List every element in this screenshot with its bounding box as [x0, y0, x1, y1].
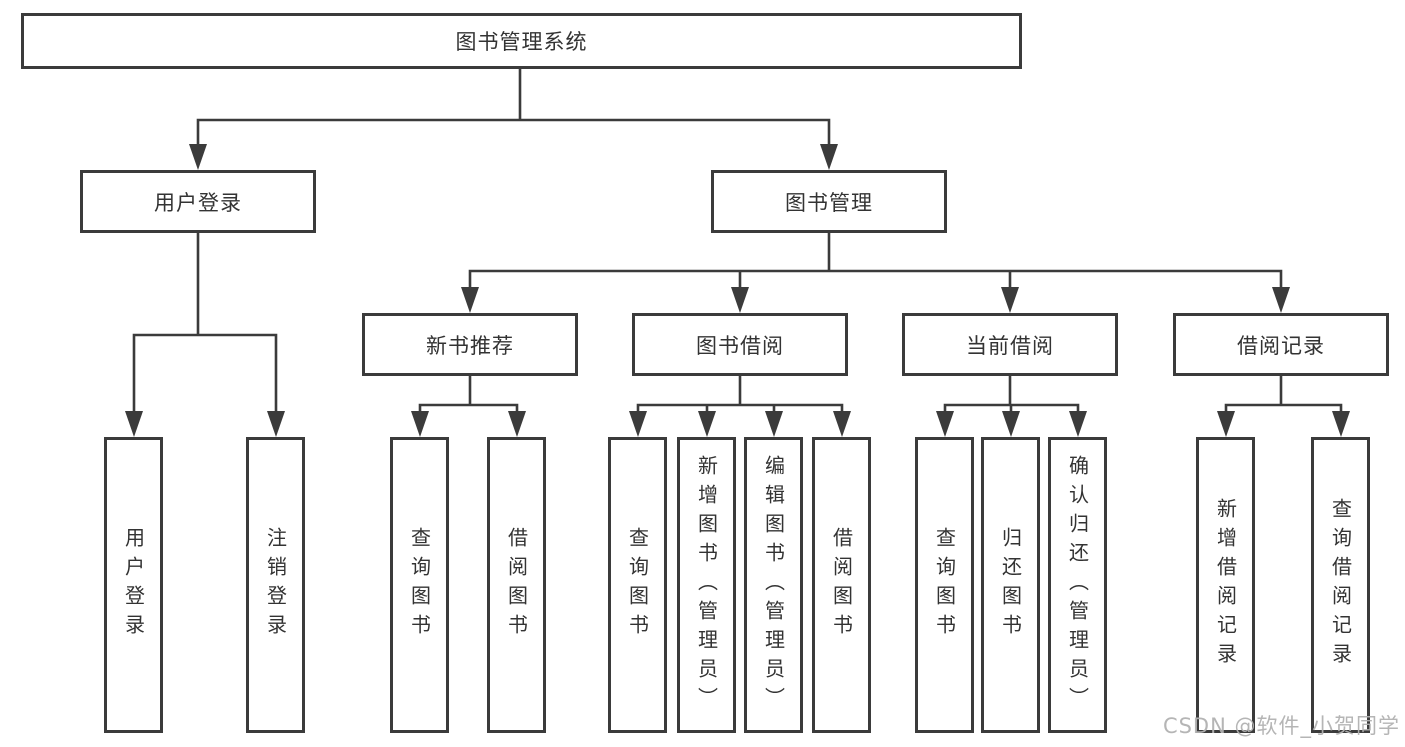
leaf-return-book: 归还图书: [981, 437, 1040, 733]
leaf-confirm-return-label: 确认归还（管理员）: [1065, 454, 1090, 716]
node-root: 图书管理系统: [21, 13, 1022, 69]
leaf-borrow-add-book-label: 新增图书（管理员）: [694, 454, 719, 716]
node-borrowing-records-label: 借阅记录: [1237, 333, 1325, 358]
arrowheads: [125, 144, 1350, 437]
csdn-watermark: CSDN @软件_小贺同学: [1162, 714, 1400, 738]
leaf-query-borrow-record-label: 查询借阅记录: [1328, 498, 1353, 672]
leaf-user-login: 用户登录: [104, 437, 163, 733]
leaf-add-borrow-record: 新增借阅记录: [1196, 437, 1255, 733]
leaf-borrow-book: 借阅图书: [812, 437, 871, 733]
leaf-borrow-query-label: 查询图书: [625, 527, 650, 643]
leaf-user-login-label: 用户登录: [121, 527, 146, 643]
node-new-book-recommend-label: 新书推荐: [426, 333, 514, 358]
node-user-login: 用户登录: [80, 170, 316, 233]
node-borrowing-records: 借阅记录: [1173, 313, 1389, 376]
leaf-borrow-add-book: 新增图书（管理员）: [677, 437, 736, 733]
leaf-current-query: 查询图书: [915, 437, 974, 733]
leaf-borrow-edit-book: 编辑图书（管理员）: [744, 437, 803, 733]
leaf-logout: 注销登录: [246, 437, 305, 733]
leaf-logout-label: 注销登录: [263, 527, 288, 643]
node-current-borrowing: 当前借阅: [902, 313, 1118, 376]
leaf-confirm-return: 确认归还（管理员）: [1048, 437, 1107, 733]
leaf-query-borrow-record: 查询借阅记录: [1311, 437, 1370, 733]
leaf-borrow-book-label: 借阅图书: [829, 527, 854, 643]
leaf-add-borrow-record-label: 新增借阅记录: [1213, 498, 1238, 672]
leaf-return-book-label: 归还图书: [998, 527, 1023, 643]
leaf-current-query-label: 查询图书: [932, 527, 957, 643]
node-book-borrowing-label: 图书借阅: [696, 333, 784, 358]
tree-edges: [132, 66, 1343, 419]
node-book-borrowing: 图书借阅: [632, 313, 848, 376]
leaf-newbooks-borrow-label: 借阅图书: [504, 527, 529, 643]
leaf-borrow-edit-book-label: 编辑图书（管理员）: [761, 454, 786, 716]
node-new-book-recommend: 新书推荐: [362, 313, 578, 376]
node-root-label: 图书管理系统: [455, 30, 588, 54]
leaf-borrow-query: 查询图书: [608, 437, 667, 733]
node-user-login-label: 用户登录: [154, 190, 242, 215]
leaf-newbooks-borrow: 借阅图书: [487, 437, 546, 733]
leaf-newbooks-query: 查询图书: [390, 437, 449, 733]
node-current-borrowing-label: 当前借阅: [966, 333, 1054, 358]
leaf-newbooks-query-label: 查询图书: [407, 527, 432, 643]
node-book-management-label: 图书管理: [785, 190, 873, 215]
node-book-management: 图书管理: [711, 170, 947, 233]
